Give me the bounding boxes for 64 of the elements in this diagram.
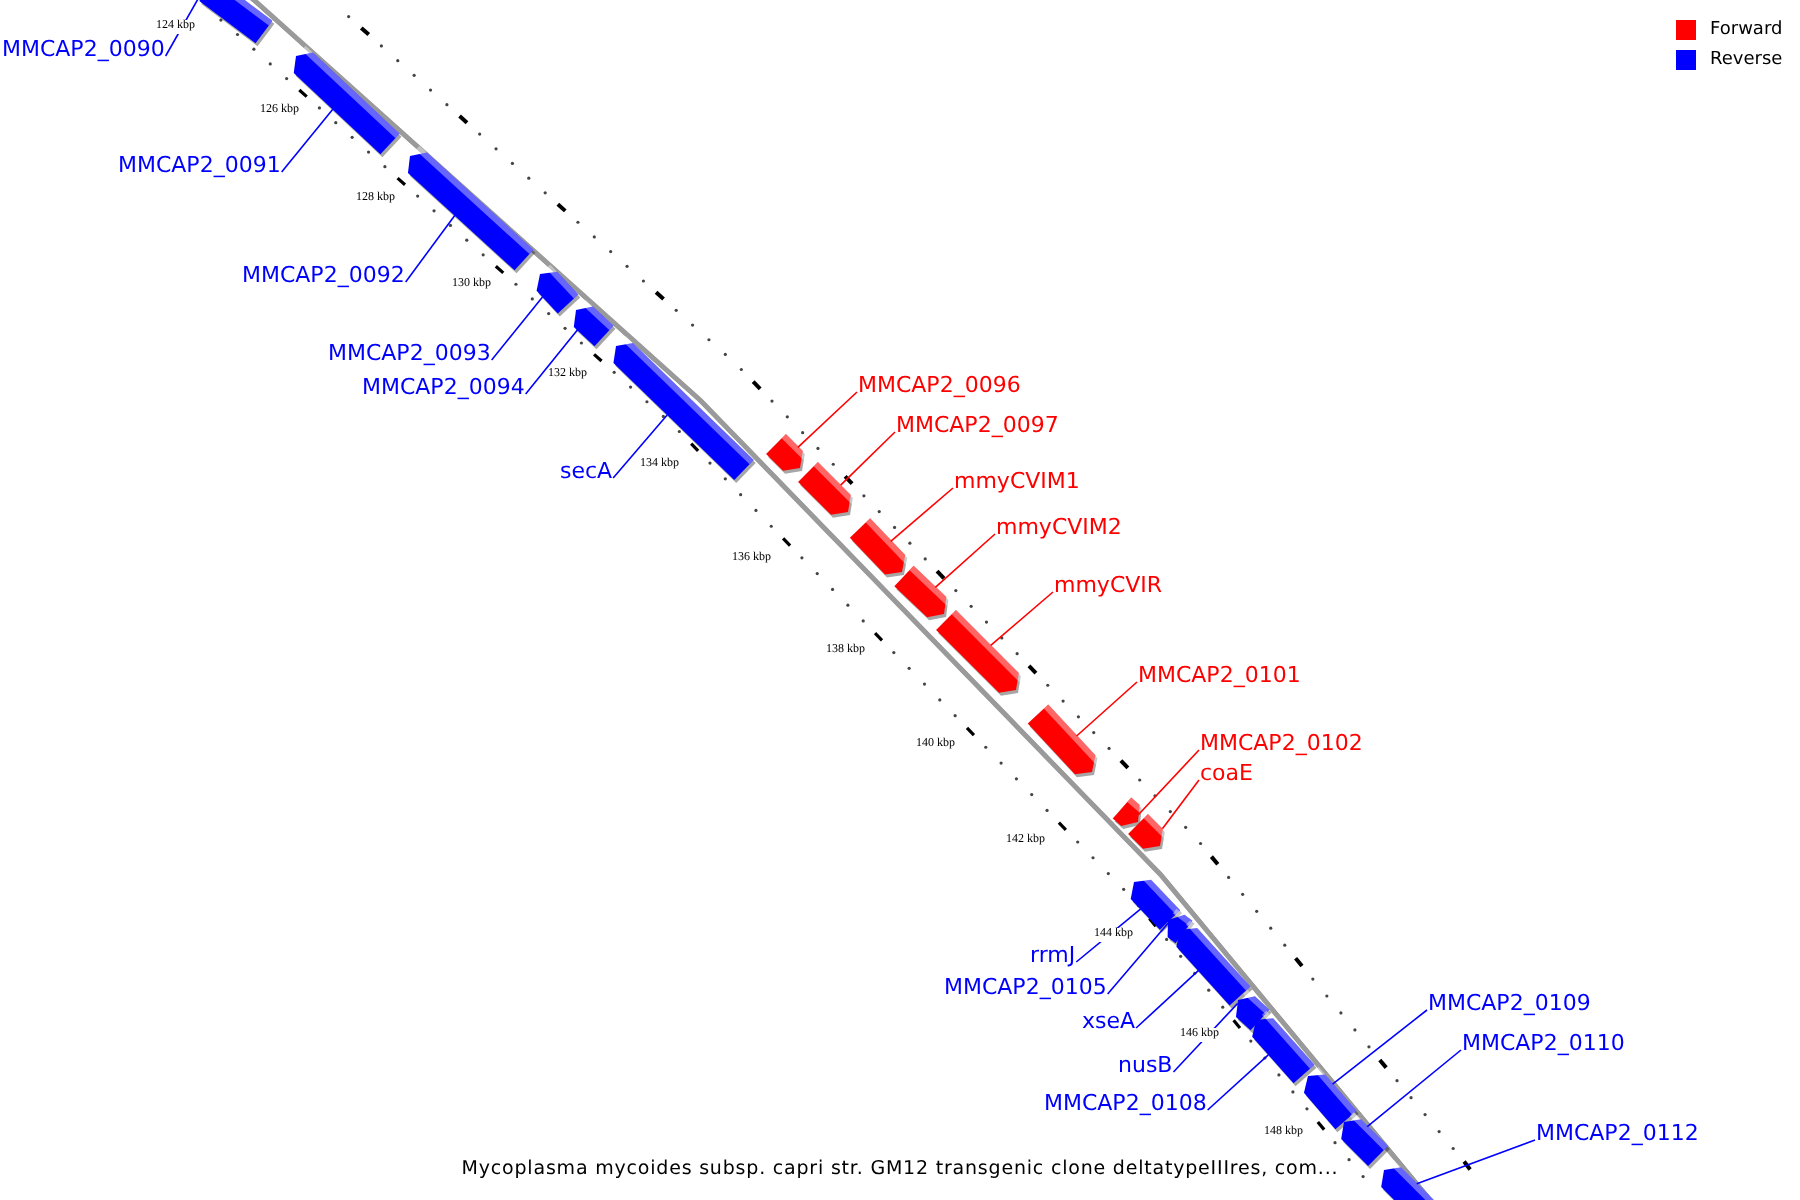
gene-label: MMCAP2_0091: [118, 152, 281, 178]
leader-line: [1075, 681, 1138, 737]
leader-line: [1331, 1009, 1428, 1085]
leader-line: [839, 431, 896, 486]
leader-line: [1161, 779, 1200, 830]
leader-line: [1137, 749, 1200, 816]
leader-line: [889, 487, 954, 543]
gene-label: MMCAP2_0101: [1138, 662, 1301, 688]
leader-line: [1135, 969, 1200, 1029]
gene-feature: [1381, 1160, 1436, 1200]
gene-label: MMCAP2_0092: [242, 262, 405, 288]
gene-label: mmyCVIM2: [996, 514, 1122, 540]
gene-feature: [766, 434, 810, 474]
leader-line: [1206, 1054, 1270, 1111]
leader-line: [1366, 1049, 1462, 1128]
gene-label: MMCAP2_0108: [1044, 1090, 1207, 1116]
gene-label: MMCAP2_0097: [896, 412, 1059, 438]
gene-feature: [573, 299, 616, 350]
leader-line: [1416, 1139, 1536, 1185]
gene-feature: [1176, 920, 1253, 1009]
gene-feature: [407, 145, 536, 274]
leader-line: [164, 0, 201, 57]
legend-label: Forward: [1710, 20, 1783, 40]
gene-label: xseA: [1082, 1008, 1136, 1034]
leader-line: [934, 533, 996, 589]
gene-feature: [1341, 1112, 1390, 1169]
gene-feature: [1027, 704, 1103, 778]
leader-line: [404, 214, 456, 283]
gene-feature: [536, 264, 581, 317]
gene-label: coaE: [1200, 760, 1253, 786]
gene-feature: [894, 565, 954, 621]
gene-feature: [936, 610, 1026, 696]
gene-label: rrmJ: [1030, 942, 1076, 968]
gene-feature: [849, 518, 913, 578]
gene-label: MMCAP2_0093: [328, 340, 491, 366]
gene-label: secA: [560, 458, 613, 484]
legend-label: Reverse: [1710, 50, 1783, 70]
gene-label: MMCAP2_0094: [362, 374, 525, 400]
gene-label: MMCAP2_0109: [1428, 990, 1591, 1016]
gene-label: MMCAP2_0096: [858, 372, 1021, 398]
gene-label: MMCAP2_0105: [944, 974, 1107, 1000]
gene-label: nusB: [1118, 1052, 1173, 1078]
leader-line: [797, 391, 858, 449]
leader-line: [490, 296, 544, 361]
caption: Mycoplasma mycoides subsp. capri str. GM12 transgenic clone deltatypeIIIres, com...: [461, 1158, 1339, 1180]
gene-label: mmyCVIR: [1054, 572, 1163, 598]
leader-line: [989, 591, 1054, 647]
leader-line: [1075, 907, 1142, 963]
leader-line: [280, 108, 334, 173]
leader-line: [524, 328, 579, 395]
gene-label: MMCAP2_0112: [1536, 1120, 1699, 1146]
gene-label: MMCAP2_0110: [1462, 1030, 1625, 1056]
gene-feature: [1128, 814, 1170, 852]
gene-feature: [613, 335, 756, 484]
gene-label: mmyCVIM1: [954, 468, 1080, 494]
leader-line: [1172, 1002, 1239, 1073]
gene-label: MMCAP2_0090: [2, 36, 165, 62]
leader-line: [612, 414, 668, 479]
gene-label: MMCAP2_0102: [1200, 730, 1363, 756]
gene-feature: [1303, 1066, 1359, 1133]
gene-feature: [199, 0, 275, 47]
gene-feature: [1252, 1010, 1317, 1087]
leader-line: [1106, 922, 1169, 995]
gene-feature: [798, 462, 858, 518]
